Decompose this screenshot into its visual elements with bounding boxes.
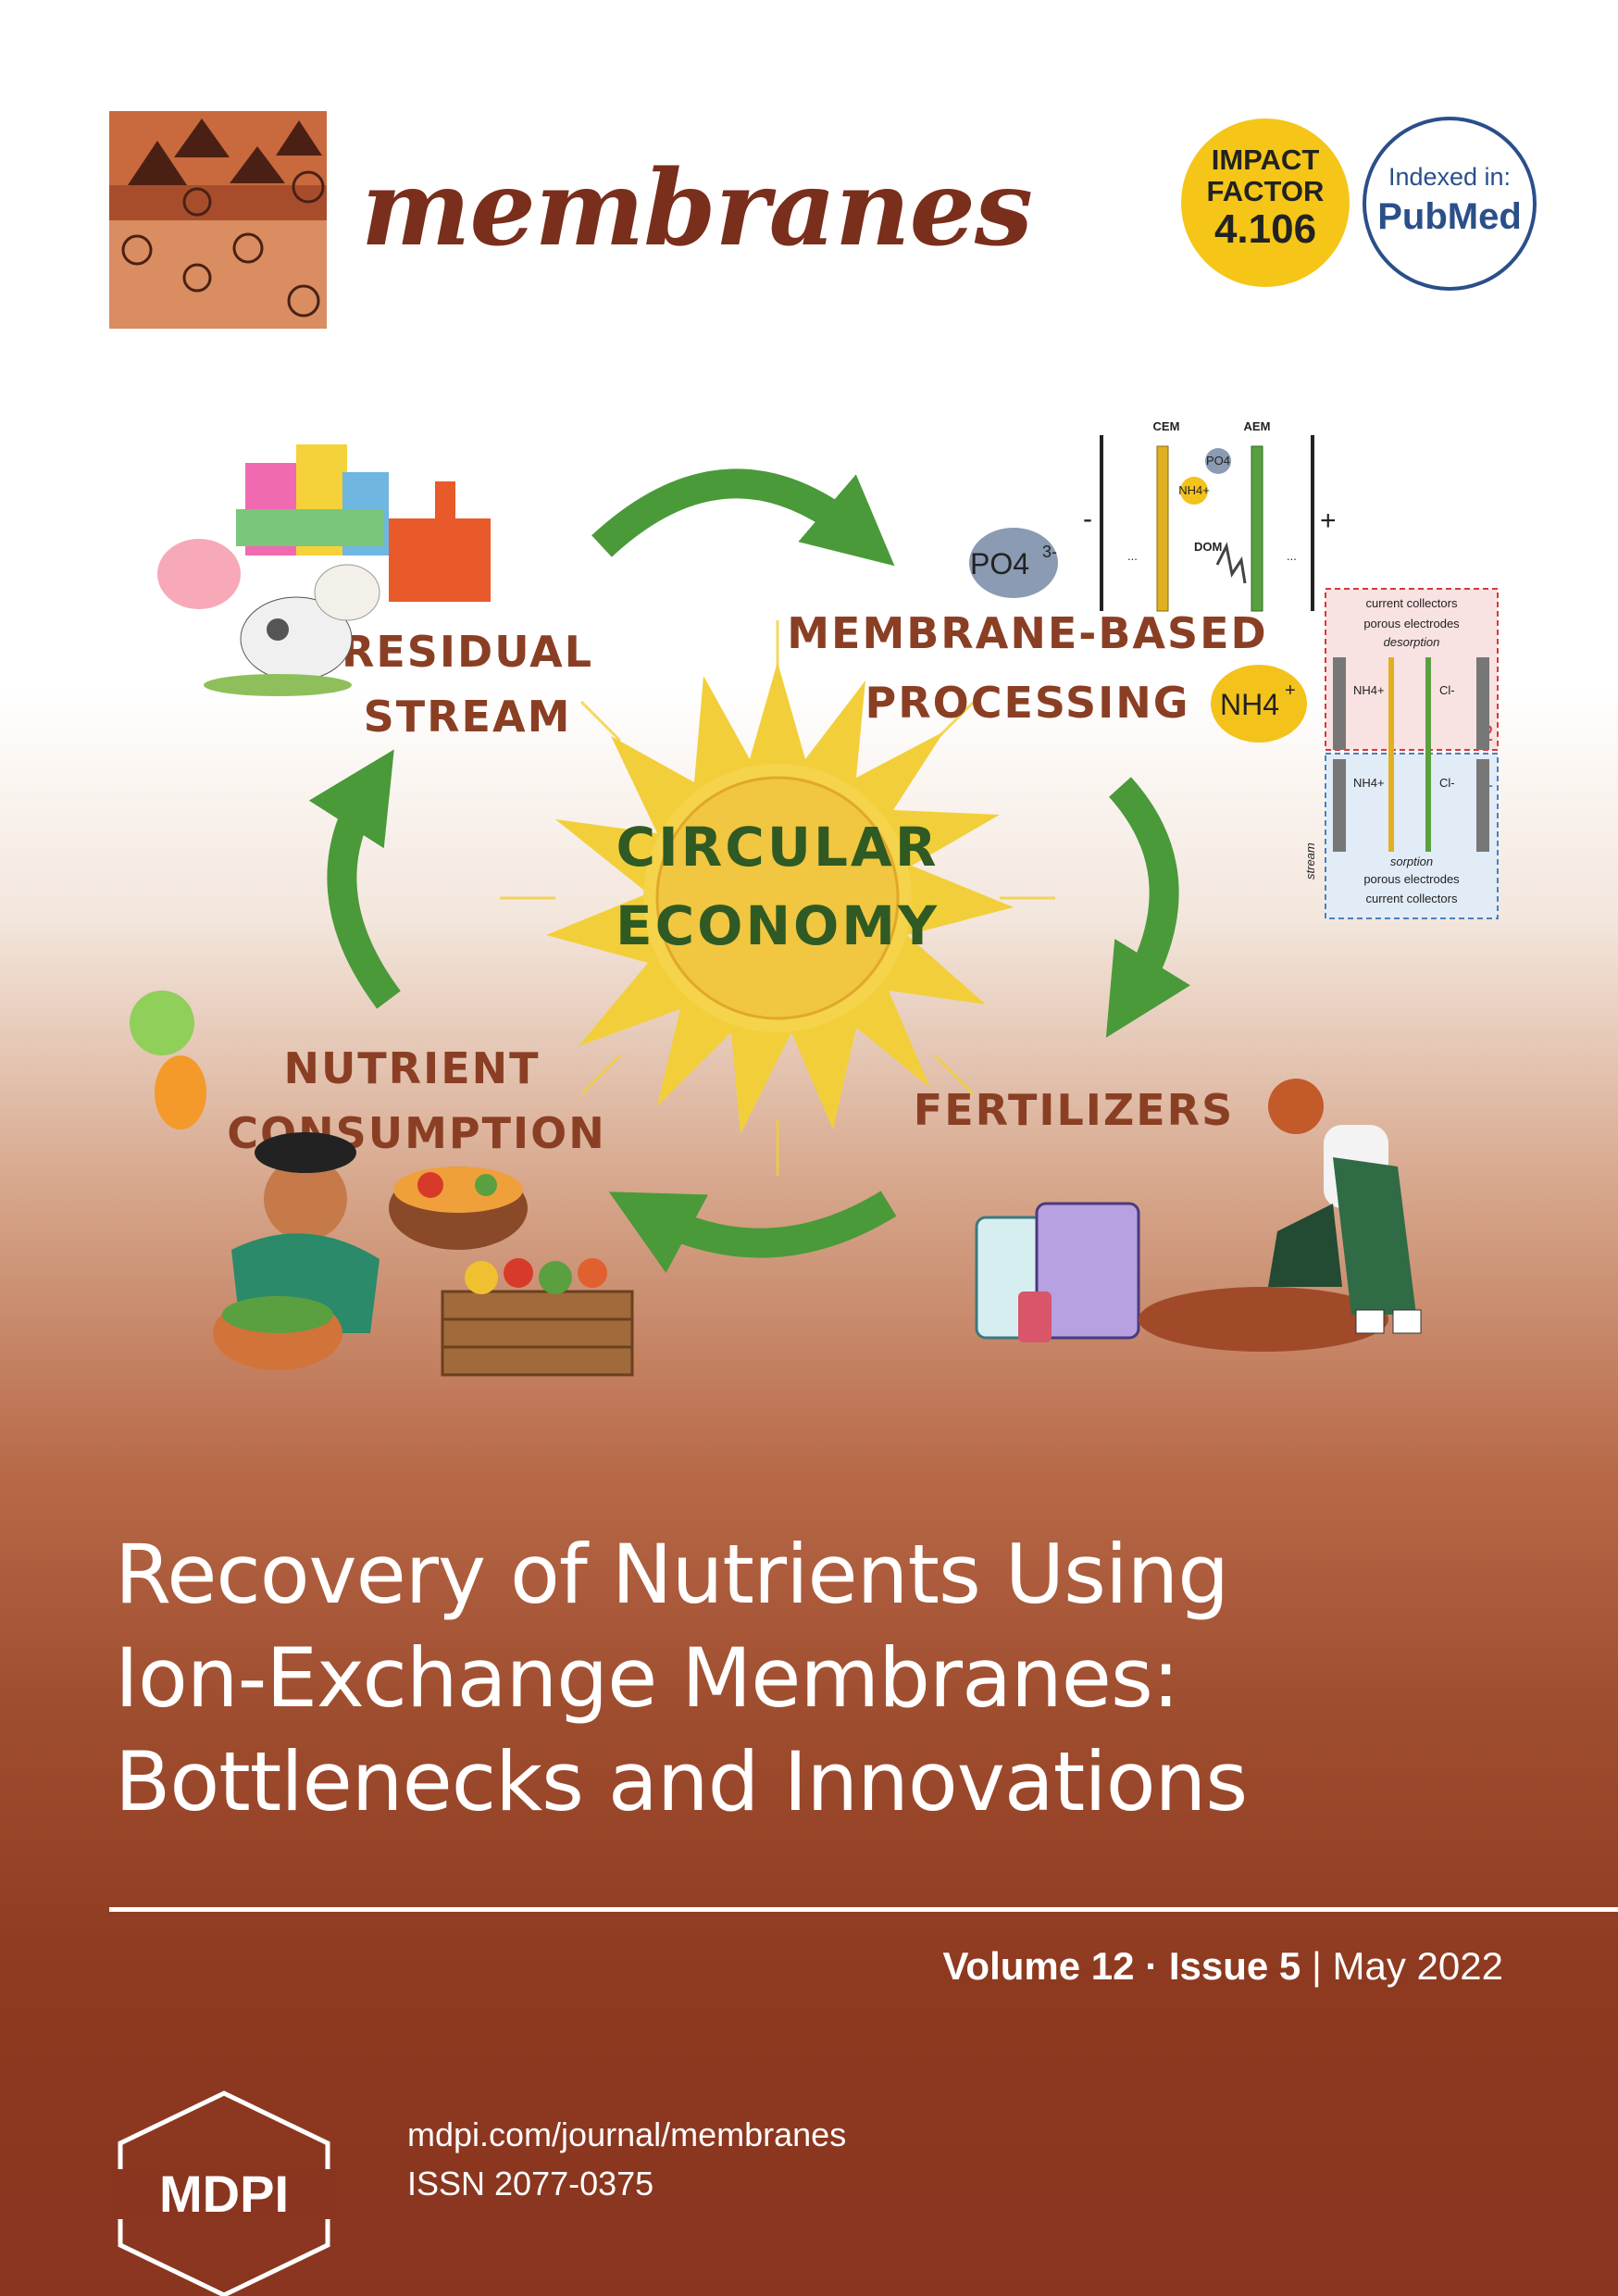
- article-title: Recovery of Nutrients Using Ion-Exchange…: [115, 1523, 1559, 1834]
- article-title-line2: Ion-Exchange Membranes:: [115, 1630, 1179, 1726]
- impact-label-line1: IMPACT: [1211, 144, 1320, 176]
- svg-text:porous electrodes: porous electrodes: [1363, 872, 1460, 886]
- indexed-service: PubMed: [1377, 196, 1522, 237]
- svg-text:PO4: PO4: [970, 547, 1029, 580]
- issue-date: May 2022: [1332, 1944, 1503, 1988]
- svg-text:sorption: sorption: [1390, 855, 1433, 868]
- sun-icon: [500, 620, 1055, 1176]
- impact-label-line2: FACTOR: [1206, 175, 1325, 207]
- svg-text:NH4: NH4: [1220, 688, 1279, 721]
- svg-text:PO4: PO4: [1206, 454, 1230, 468]
- svg-text:Cl-: Cl-: [1439, 683, 1455, 697]
- ied-schematic: current collectors porous electrodes des…: [1303, 588, 1499, 919]
- circular-economy-illustration: CIRCULAR ECONOMY RESIDUAL STREAM MEMBRAN…: [130, 419, 1499, 1377]
- volume-label: Volume 12: [942, 1944, 1135, 1988]
- svg-text:+: +: [1320, 505, 1337, 536]
- issue-info: Volume 12 · Issue 5 | May 2022: [943, 1944, 1503, 1989]
- city-farm-illustration: [157, 444, 491, 696]
- svg-text:stream: stream: [1303, 842, 1317, 880]
- svg-text:DOM: DOM: [1194, 540, 1222, 554]
- svg-text:NH4+: NH4+: [1353, 776, 1385, 790]
- journal-url[interactable]: mdpi.com/journal/membranes: [407, 2115, 847, 2153]
- svg-text:...: ...: [1287, 549, 1297, 563]
- membrane-schematic: CEM AEM - + PO4 NH4+ ... ... DOM: [1083, 419, 1337, 612]
- issue-date-divider: |: [1311, 1944, 1322, 1988]
- issue-label: Issue 5: [1168, 1944, 1301, 1988]
- svg-text:porous electrodes: porous electrodes: [1363, 617, 1460, 630]
- svg-text:NH4+: NH4+: [1178, 483, 1210, 497]
- stage3-label: FERTILIZERS: [914, 1085, 1234, 1135]
- stage2-line2: PROCESSING: [865, 678, 1190, 728]
- cycle-arrow-icon: [1105, 777, 1191, 1038]
- svg-text:3-: 3-: [1042, 543, 1057, 561]
- food-bowl-illustration: [389, 1167, 528, 1250]
- svg-text:Cl-: Cl-: [1439, 776, 1455, 790]
- mdpi-logo: MDPI: [109, 2090, 339, 2296]
- phosphate-bubble: PO4 3-: [969, 528, 1058, 598]
- center-label-line1: CIRCULAR: [616, 816, 940, 879]
- cycle-arrow-icon: [608, 1191, 897, 1274]
- article-title-line3: Bottlenecks and Innovations: [115, 1734, 1248, 1829]
- stage4-line1: NUTRIENT: [283, 1043, 540, 1093]
- pubmed-badge: Indexed in: PubMed: [1363, 117, 1537, 291]
- cook-illustration: [130, 991, 380, 1370]
- stage2-line1: MEMBRANE-BASED: [787, 608, 1267, 658]
- article-title-line1: Recovery of Nutrients Using: [115, 1527, 1229, 1622]
- fertilizer-bottles-illustration: [975, 1202, 1388, 1352]
- stage1-line2: STREAM: [364, 692, 572, 742]
- svg-text:desorption: desorption: [1384, 635, 1440, 649]
- cycle-arrow-icon: [308, 749, 401, 1009]
- svg-text:...: ...: [1127, 549, 1138, 563]
- svg-text:-: -: [1083, 504, 1092, 534]
- svg-text:CEM: CEM: [1153, 419, 1180, 433]
- svg-text:current collectors: current collectors: [1366, 892, 1458, 905]
- stage1-line1: RESIDUAL: [342, 627, 593, 677]
- center-label-line2: ECONOMY: [616, 894, 940, 957]
- impact-factor-value: 4.106: [1214, 206, 1317, 252]
- title-divider: [109, 1907, 1618, 1912]
- journal-issn: ISSN 2077-0375: [407, 2165, 654, 2202]
- ammonium-bubble: NH4 +: [1211, 665, 1307, 742]
- farmer-illustration: [1268, 1079, 1422, 1334]
- indexed-label: Indexed in:: [1388, 163, 1512, 191]
- svg-text:current collectors: current collectors: [1366, 596, 1458, 610]
- volume-issue-separator: ·: [1145, 1944, 1159, 1988]
- vegetable-crate-illustration: [441, 1258, 634, 1377]
- svg-text:AEM: AEM: [1244, 419, 1271, 433]
- journal-logo-icon: [109, 111, 327, 329]
- cycle-arrow-icon: [591, 468, 895, 567]
- journal-name: membranes: [361, 148, 1033, 269]
- svg-text:+: +: [1285, 680, 1296, 701]
- svg-text:MDPI: MDPI: [159, 2165, 289, 2223]
- svg-text:NH4+: NH4+: [1353, 683, 1385, 697]
